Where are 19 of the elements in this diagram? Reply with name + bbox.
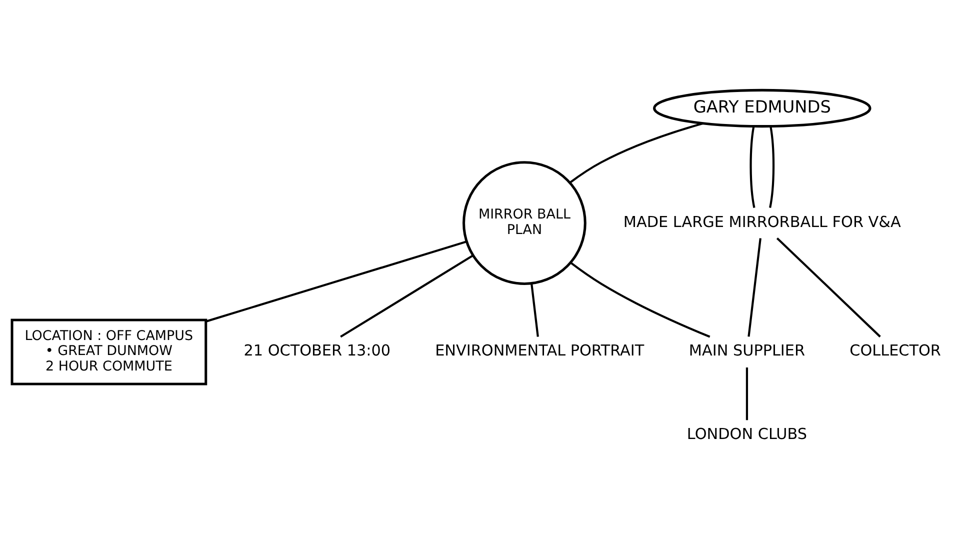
node-text: MAIN SUPPLIER bbox=[688, 341, 806, 360]
connector bbox=[769, 126, 775, 208]
node-text: COLLECTOR bbox=[850, 341, 941, 360]
node-text: 21 OCTOBER 13:00 bbox=[244, 341, 391, 360]
connector bbox=[748, 238, 762, 336]
node-circle: MIRROR BALL PLAN bbox=[462, 160, 586, 284]
connector bbox=[570, 122, 704, 183]
connector bbox=[206, 240, 467, 322]
node-text: ENVIRONMENTAL PORTRAIT bbox=[435, 341, 644, 360]
node-ellipse: GARY EDMUNDS bbox=[653, 88, 872, 128]
connector bbox=[746, 366, 748, 420]
connector bbox=[340, 254, 474, 338]
node-box: LOCATION : OFF CAMPUS • GREAT DUNMOW 2 HOUR COMMUTE bbox=[10, 318, 208, 385]
node-text: LONDON CLUBS bbox=[686, 424, 807, 443]
node-text: MADE LARGE MIRRORBALL FOR V&A bbox=[623, 212, 901, 230]
connector bbox=[776, 237, 881, 337]
connector bbox=[750, 126, 756, 208]
connector bbox=[570, 261, 710, 338]
connector bbox=[530, 282, 539, 336]
